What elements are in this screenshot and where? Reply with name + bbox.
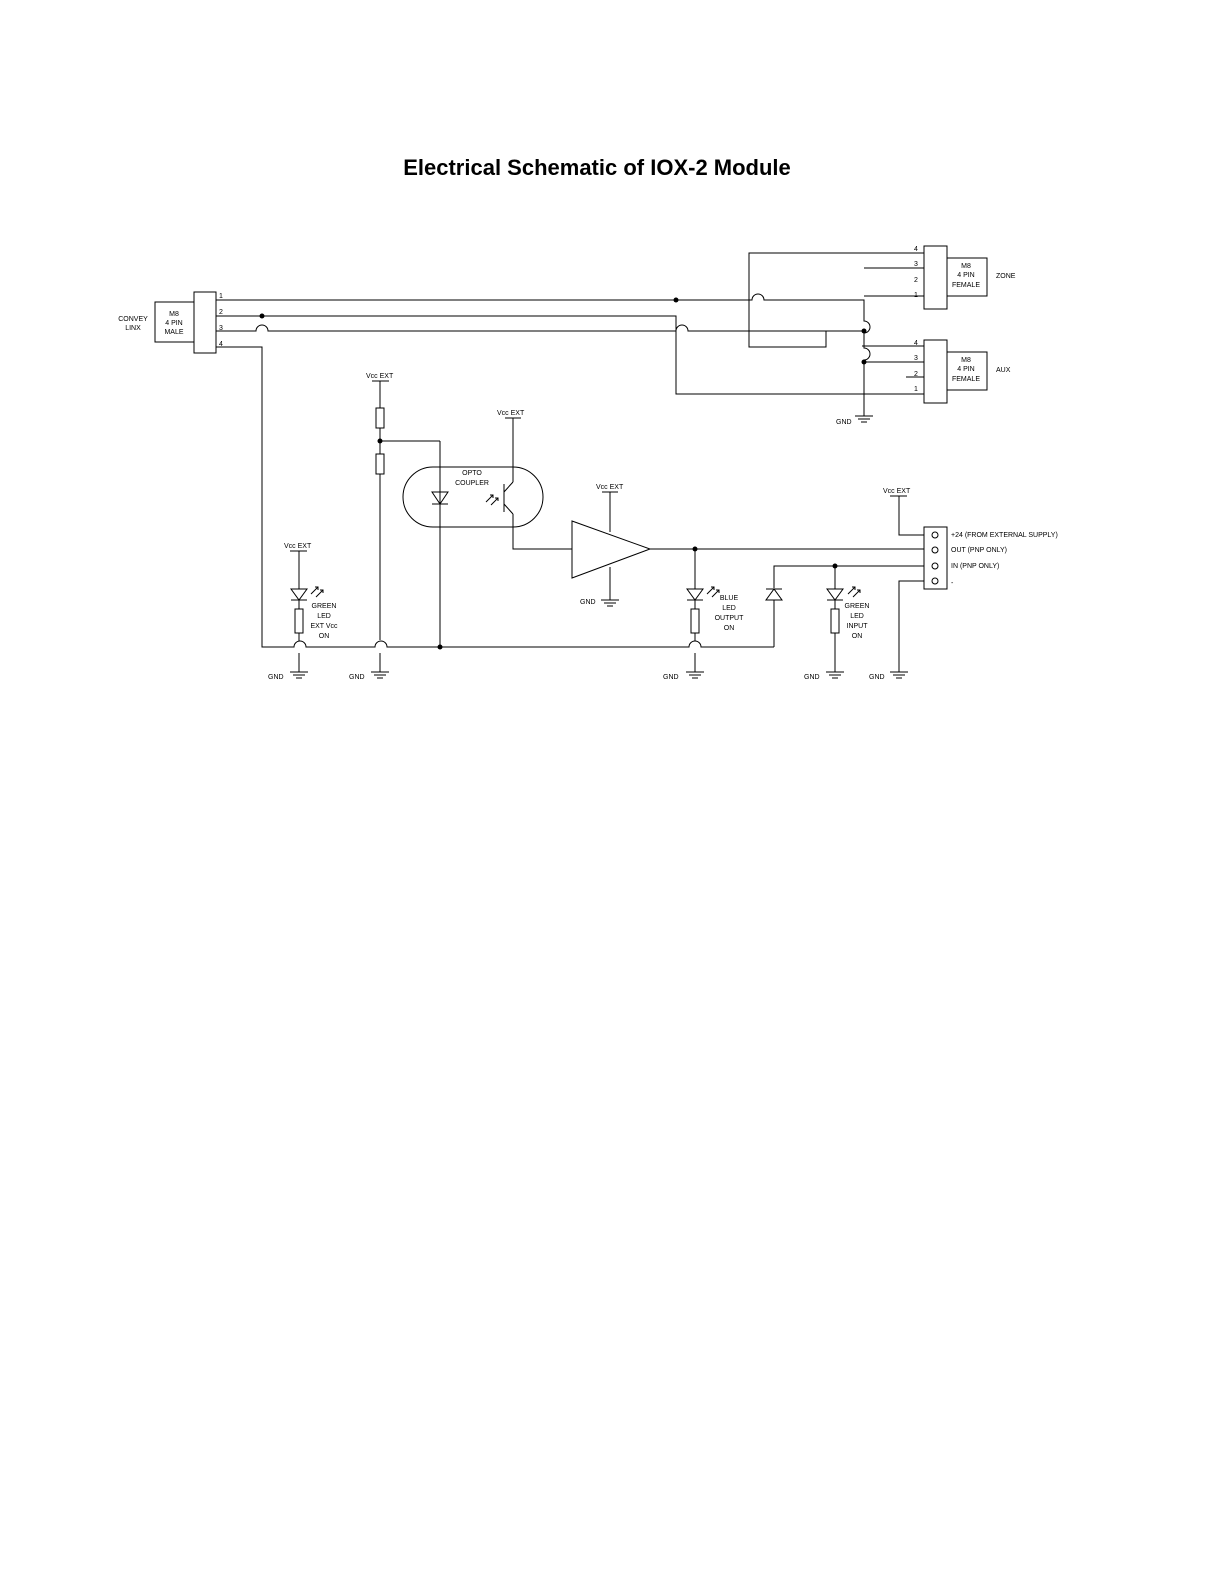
zone-type-line1: M8	[961, 263, 971, 270]
gnd-label: GND	[268, 674, 284, 681]
opto-label-line2: COUPLER	[455, 480, 489, 487]
aux-type-line1: M8	[961, 357, 971, 364]
aux-name: AUX	[996, 367, 1011, 374]
zone-pin-2: 2	[914, 277, 918, 284]
led-ext-line2: LED	[317, 613, 331, 620]
zone-connector: M8 4 PIN FEMALE ZONE 4 3 2 1	[914, 245, 1016, 310]
led-input: GREEN LED INPUT ON GND	[804, 566, 869, 681]
zone-name: ZONE	[996, 273, 1016, 280]
gnd-label: GND	[349, 674, 365, 681]
vcc-label: Vcc EXT	[366, 373, 394, 380]
amplifier: Vcc EXT GND	[571, 484, 924, 607]
led-output-line1: BLUE	[720, 595, 739, 602]
zone-type-line2: 4 PIN	[957, 272, 975, 279]
optocoupler: OPTO COUPLER Vcc EXT	[402, 410, 572, 650]
aux-pin-3: 3	[914, 355, 918, 362]
resistor	[375, 407, 385, 429]
vcc-label: Vcc EXT	[883, 488, 911, 495]
conveylinx-pin-4: 4	[219, 341, 223, 348]
terminal-out: OUT (PNP ONLY)	[951, 547, 1007, 554]
resistor-divider: Vcc EXT	[366, 373, 440, 640]
conveylinx-type-line3: MALE	[164, 329, 183, 336]
opto-label-line1: OPTO	[462, 470, 482, 477]
conveylinx-type-line2: 4 PIN	[165, 320, 183, 327]
led-input-line4: ON	[852, 633, 863, 640]
led-input-line3: INPUT	[847, 623, 869, 630]
input-diode	[765, 563, 924, 647]
bus-junctions	[259, 297, 867, 365]
conveylinx-pin-1: 1	[219, 293, 223, 300]
aux-type-line2: 4 PIN	[957, 366, 975, 373]
vcc-label: Vcc EXT	[596, 484, 624, 491]
gnd-label: GND	[869, 674, 885, 681]
gnd-label: GND	[836, 419, 852, 426]
led-output: BLUE LED OUTPUT ON GND	[663, 549, 744, 681]
gnd-label: GND	[804, 674, 820, 681]
vcc-label: Vcc EXT	[284, 543, 312, 550]
aux-type-line3: FEMALE	[952, 376, 980, 383]
led-ext-line4: ON	[319, 633, 330, 640]
conveylinx-type-line1: M8	[169, 311, 179, 318]
conveylinx-pin-2: 2	[219, 309, 223, 316]
conveylinx-name-line2: LINX	[125, 325, 141, 332]
resistor	[375, 453, 385, 475]
conveylinx-connector: CONVEY LINX M8 4 PIN MALE 1 2 3 4	[118, 291, 223, 354]
zone-pin-4: 4	[914, 246, 918, 253]
conveylinx-name-line1: CONVEY	[118, 316, 148, 323]
led-ext-line1: GREEN	[312, 603, 337, 610]
gnd-label: GND	[580, 599, 596, 606]
zone-type-line3: FEMALE	[952, 282, 980, 289]
aux-pin-2: 2	[914, 371, 918, 378]
vcc-label: Vcc EXT	[497, 410, 525, 417]
terminal-block: +24 (FROM EXTERNAL SUPPLY) OUT (PNP ONLY…	[869, 488, 1058, 681]
conveylinx-pin-3: 3	[219, 325, 223, 332]
aux-pin-4: 4	[914, 340, 918, 347]
gnd-top: GND	[836, 409, 874, 426]
page-title: Electrical Schematic of IOX-2 Module	[403, 155, 791, 180]
zone-pin-3: 3	[914, 261, 918, 268]
led-output-line3: OUTPUT	[715, 615, 745, 622]
led-ext-line3: EXT Vcc	[310, 623, 338, 630]
gnd-divider: GND	[349, 653, 390, 681]
terminal-in: IN (PNP ONLY)	[951, 563, 999, 570]
terminal-plus24: +24 (FROM EXTERNAL SUPPLY)	[951, 532, 1058, 539]
led-input-line2: LED	[850, 613, 864, 620]
led-ext-vcc: Vcc EXT GREEN LED EXT Vcc ON GND	[268, 543, 338, 681]
led-output-line4: ON	[724, 625, 735, 632]
aux-connector: M8 4 PIN FEMALE AUX 4 3 2 1	[914, 339, 1011, 404]
led-input-line1: GREEN	[845, 603, 870, 610]
led-output-line2: LED	[722, 605, 736, 612]
gnd-label: GND	[663, 674, 679, 681]
bus-wiring	[216, 252, 924, 648]
terminal-minus: -	[951, 580, 954, 587]
aux-pin-1: 1	[914, 386, 918, 393]
